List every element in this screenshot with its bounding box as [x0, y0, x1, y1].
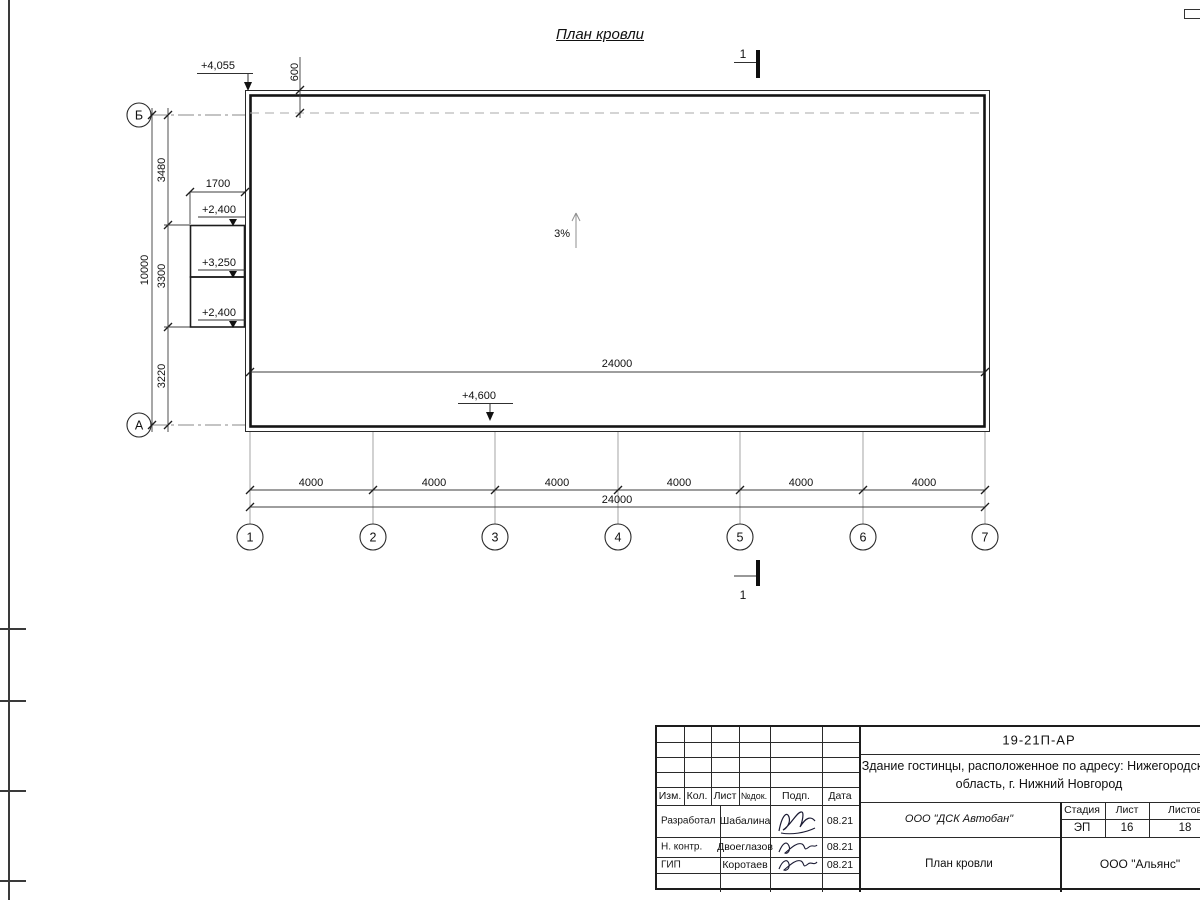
- canopy-boxes: 1700 +2,400 +3,250 +2,400: [185, 178, 250, 328]
- page-title: План кровли: [556, 26, 644, 43]
- dim-width-inner: 24000: [602, 358, 633, 370]
- tb-project-line1: Здание гостинцы, расположенное по адресу…: [861, 759, 1200, 773]
- dim-bay-3: 4000: [545, 477, 569, 489]
- bay-dimensions: 4000 4000 4000 4000 4000 4000 24000: [245, 477, 990, 512]
- section-label-top: 1: [740, 47, 747, 61]
- tb-col-list: Лист: [713, 790, 737, 802]
- dim-v3: 3220: [156, 364, 168, 388]
- dim-width-total: 24000: [602, 494, 633, 506]
- grid-label-5: 5: [737, 531, 744, 545]
- section-mark-bottom: 1: [734, 560, 760, 602]
- grid-label-2: 2: [370, 531, 377, 545]
- grid-label-6: 6: [860, 531, 867, 545]
- tb-project-line2: область, г. Нижний Новгород: [955, 777, 1123, 791]
- roof-outline: [245, 90, 990, 432]
- tb-role-ncontrol: Н. контр.: [661, 841, 703, 853]
- tb-name-ncontrol: Двоеглазов: [717, 841, 773, 853]
- dim-bay-4: 4000: [667, 477, 691, 489]
- elevation-box-bot: +2,400: [202, 307, 236, 319]
- tb-name-developer: Шабалина: [719, 815, 771, 827]
- row-axes: Б А: [126, 102, 245, 438]
- binding-mark: [0, 628, 26, 630]
- overhang-dimension: 600: [289, 57, 305, 118]
- corner-elevation: +4,055: [197, 60, 253, 91]
- tb-col-data: Дата: [828, 790, 852, 802]
- dim-bay-5: 4000: [789, 477, 813, 489]
- slope-label: 3%: [554, 228, 570, 240]
- tb-col-podp: Подп.: [782, 790, 810, 802]
- section-mark-top: 1: [734, 47, 760, 78]
- grid-label-7: 7: [982, 531, 989, 545]
- dim-canopy-width: 1700: [206, 178, 230, 190]
- tb-sheet-value: 16: [1120, 822, 1134, 834]
- tb-stage-label: Стадия: [1064, 804, 1100, 816]
- tb-sheets-value: 18: [1178, 822, 1192, 834]
- section-label-bottom: 1: [740, 588, 747, 602]
- signature-gip: [778, 860, 818, 871]
- tb-col-ndok: №док.: [740, 791, 768, 801]
- tb-role-gip: ГИП: [661, 859, 681, 871]
- elevation-box-mid: +3,250: [202, 257, 236, 269]
- tb-date-gip: 08.21: [826, 859, 854, 871]
- left-dimensions: 10000 3480 3300 3220: [139, 108, 190, 432]
- grid-label-1: 1: [247, 531, 254, 545]
- title-block: Изм. Кол. Лист №док. Подп. Дата Разработ…: [655, 725, 1200, 892]
- tb-sheet-label: Лист: [1115, 804, 1139, 816]
- elevation-box-top: +2,400: [202, 204, 236, 216]
- tb-sheets-label: Листов: [1167, 804, 1200, 816]
- binding-mark: [0, 700, 26, 702]
- tb-col-izm: Изм.: [658, 790, 682, 802]
- frame-corner-box: [1184, 9, 1200, 19]
- roof-plan-drawing: Б А 10000 3480 3300 3220: [126, 47, 999, 602]
- grid-label-3: 3: [492, 531, 499, 545]
- tb-doc-number: 19-21П-АР: [1002, 732, 1076, 748]
- grid-label-4: 4: [615, 531, 622, 545]
- axis-label-b: Б: [135, 109, 143, 123]
- dim-v2: 3300: [156, 264, 168, 288]
- dim-bay-1: 4000: [299, 477, 323, 489]
- slope-mark: 3%: [554, 212, 581, 248]
- dim-total-height: 10000: [139, 255, 151, 286]
- dim-bay-2: 4000: [422, 477, 446, 489]
- column-grid-lines: [249, 432, 986, 524]
- sheet-frame-left: [8, 0, 10, 900]
- tb-name-gip: Коротаев: [722, 859, 768, 871]
- signature-ncontrol: [778, 842, 818, 854]
- axis-label-a: А: [135, 419, 144, 433]
- bottom-elevation: +4,600: [458, 390, 513, 421]
- axis-bubble-b: [126, 102, 152, 128]
- tb-drawing-name: План кровли: [925, 858, 993, 870]
- dim-overhang: 600: [289, 63, 301, 81]
- tb-date-developer: 08.21: [826, 815, 854, 827]
- tb-organization: ООО "Альянс": [1099, 857, 1181, 871]
- tb-contractor: ООО "ДСК Автобан": [904, 813, 1014, 825]
- binding-mark: [0, 790, 26, 792]
- dim-bay-6: 4000: [912, 477, 936, 489]
- column-grid-bubbles: 1 2 3 4 5 6 7: [236, 523, 999, 551]
- dim-v1: 3480: [156, 158, 168, 182]
- axis-bubble-a: [126, 412, 152, 438]
- inner-width-dimension: 24000: [245, 358, 990, 377]
- tb-stage-value: ЭП: [1073, 822, 1091, 834]
- tb-date-ncontrol: 08.21: [826, 841, 854, 853]
- tb-role-developer: Разработал: [661, 815, 716, 827]
- tb-col-kol: Кол.: [686, 790, 708, 802]
- elevation-corner: +4,055: [201, 60, 235, 72]
- elevation-bottom: +4,600: [462, 390, 496, 402]
- binding-mark: [0, 880, 26, 882]
- signature-developer: [778, 811, 816, 835]
